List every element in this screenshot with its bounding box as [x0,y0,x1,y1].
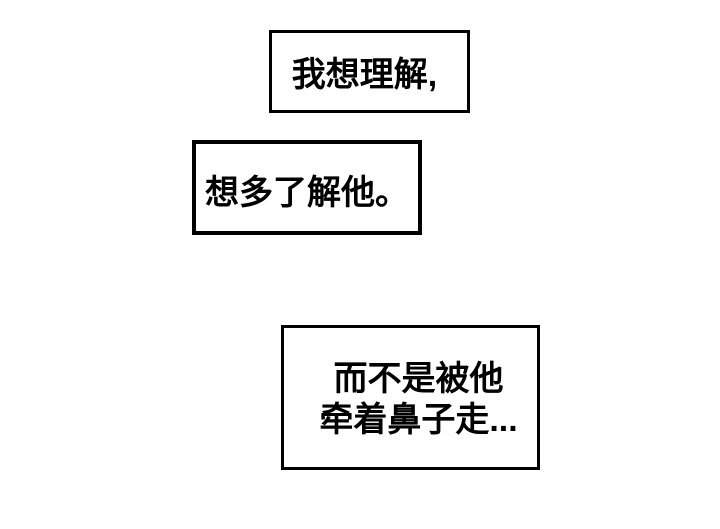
caption-text-3-line-2: 牵着鼻子走... [319,400,518,439]
caption-text-2: 想多了解他。 [205,174,409,213]
caption-box-2: 想多了解他。 [192,140,422,235]
caption-box-3: 而不是被他 牵着鼻子走... [281,325,540,470]
caption-text-3-line-1: 而不是被他 [333,360,504,399]
caption-box-1: 我想理解, [269,30,470,113]
caption-text-1: 我想理解, [291,56,438,95]
